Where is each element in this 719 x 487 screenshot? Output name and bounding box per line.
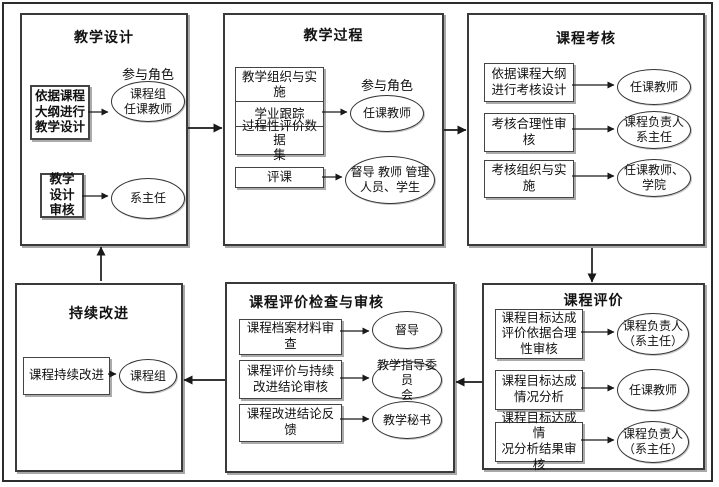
role-label: 参与角色 bbox=[360, 78, 413, 93]
panel-title: 持续改进 bbox=[69, 305, 129, 321]
panel-course-assessment: 课程考核 依据课程大纲 进行考核设计 任课教师 考核合理性审 核 课程负责人 系… bbox=[467, 13, 705, 246]
role-ellipse: 系主任 bbox=[111, 178, 185, 219]
role-ellipse: 教学指导委员 会 bbox=[372, 358, 442, 402]
role-ellipse: 教学秘书 bbox=[372, 401, 442, 439]
role-ellipse: 督导 教师 管理 人员、学生 bbox=[345, 156, 435, 204]
role-ellipse: 课程负责人 系主任 bbox=[617, 111, 691, 149]
process-stack: 教学组织与实 施 学业跟踪 过程性评价数据 集 bbox=[235, 67, 324, 162]
process-box: 课程档案材料审 查 bbox=[239, 319, 342, 355]
role-ellipse: 任课教师、 学院 bbox=[617, 159, 691, 197]
role-ellipse: 任课教师 bbox=[617, 369, 689, 411]
process-box: 依据课程大纲 进行考核设计 bbox=[484, 63, 574, 102]
process-box: 过程性评价数据 集 bbox=[236, 119, 323, 162]
role-ellipse: 课程组 bbox=[119, 359, 177, 393]
role-label: 参与角色 bbox=[121, 67, 174, 82]
process-box: 教学 设计 审核 bbox=[40, 172, 84, 218]
panel-title: 课程评价 bbox=[563, 292, 624, 308]
panel-evaluation-review: 课程评价检查与审核 课程档案材料审 查 督导 课程评价与持续 改进结论审核 教学… bbox=[225, 282, 455, 473]
process-box: 考核合理性审 核 bbox=[484, 113, 574, 152]
role-ellipse: 课程组 任课教师 bbox=[111, 81, 185, 122]
process-box: 学业跟踪 bbox=[236, 101, 323, 126]
process-box: 教学组织与实 施 bbox=[241, 70, 317, 99]
role-ellipse: 课程负责人 （系主任） bbox=[617, 421, 689, 463]
role-ellipse: 督导 bbox=[372, 311, 442, 349]
process-box: 课程目标达成 情况分析 bbox=[495, 370, 583, 410]
panel-teaching-process: 教学过程 参与角色 教学组织与实 施 学业跟踪 过程性评价数据 集 任课教师 评… bbox=[223, 13, 444, 246]
panel-continuous-improvement: 持续改进 课程持续改进 课程组 bbox=[15, 283, 183, 472]
process-box: 课程改进结论反 馈 bbox=[239, 404, 342, 442]
process-box: 评课 bbox=[235, 167, 324, 188]
process-box: 课程持续改进 bbox=[23, 357, 110, 395]
process-box: 课程目标达成 评价依据合理 性审核 bbox=[495, 309, 583, 359]
role-ellipse: 课程负责人 （系主任） bbox=[617, 313, 689, 355]
panel-title: 课程考核 bbox=[556, 30, 616, 46]
panel-title: 课程评价检查与审核 bbox=[249, 294, 384, 310]
panel-course-evaluation: 课程评价 课程目标达成 评价依据合理 性审核 课程负责人 （系主任） 课程目标达… bbox=[482, 283, 705, 472]
panel-title: 教学设计 bbox=[74, 29, 134, 45]
process-box: 课程目标达成情 况分析结果审核 bbox=[495, 411, 583, 472]
panel-title: 教学过程 bbox=[303, 27, 364, 43]
role-ellipse: 任课教师 bbox=[350, 95, 424, 132]
process-box: 依据课程 大纲进行 教学设计 bbox=[30, 85, 90, 140]
process-box: 考核组织与实 施 bbox=[484, 160, 574, 198]
role-ellipse: 任课教师 bbox=[617, 69, 691, 105]
panel-teaching-design: 教学设计 参与角色 依据课程 大纲进行 教学设计 课程组 任课教师 教学 设计 … bbox=[20, 13, 188, 246]
process-box: 课程评价与持续 改进结论审核 bbox=[239, 360, 342, 399]
